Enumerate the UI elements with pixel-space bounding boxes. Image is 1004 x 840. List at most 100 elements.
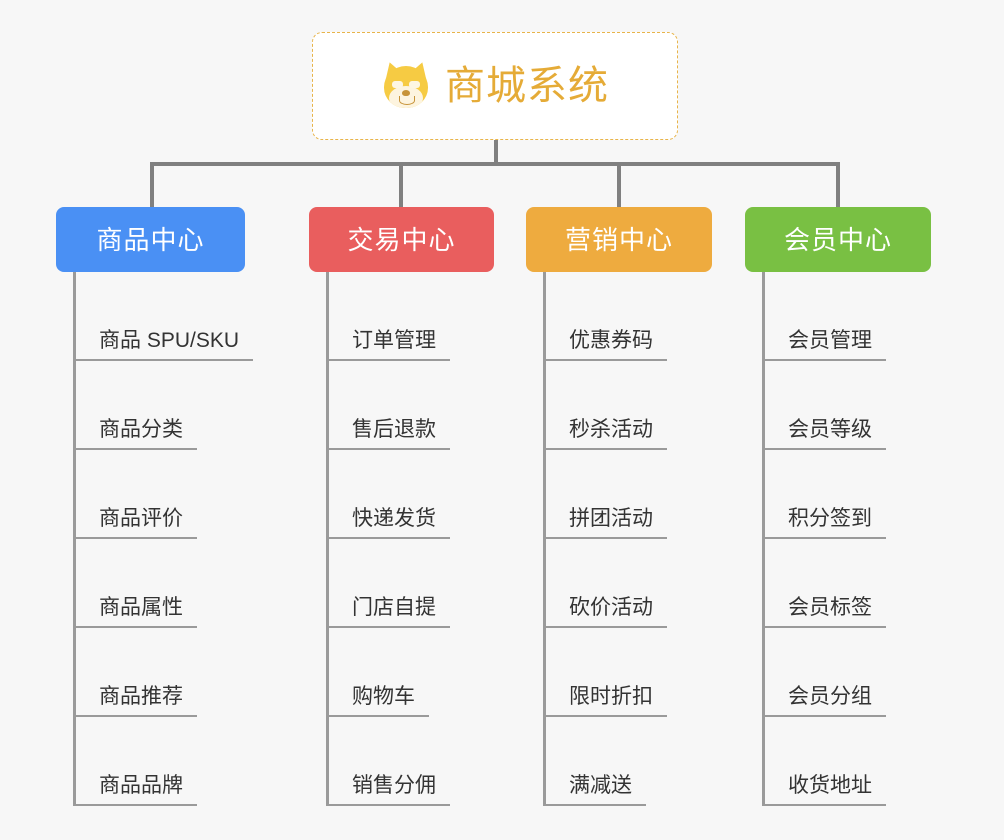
item-list-member-center: 会员管理 会员等级 积分签到 会员标签 会员分组 收货地址 [745, 272, 931, 806]
dog-eye-left-icon [392, 81, 403, 88]
list-item[interactable]: 商品属性 [56, 539, 245, 628]
list-item[interactable]: 门店自提 [309, 539, 494, 628]
item-underline [326, 626, 450, 628]
list-item[interactable]: 商品推荐 [56, 628, 245, 717]
root-title: 商城系统 [445, 64, 609, 108]
item-underline [762, 448, 886, 450]
item-underline [543, 359, 667, 361]
item-underline [762, 715, 886, 717]
item-underline [762, 359, 886, 361]
category-header-member-center[interactable]: 会员中心 [745, 207, 931, 272]
connector-drop-3 [836, 162, 840, 207]
connector-drop-1 [399, 162, 403, 207]
category-header-product-center[interactable]: 商品中心 [56, 207, 245, 272]
item-rail [326, 272, 329, 806]
shiba-dog-face-icon [381, 59, 431, 111]
item-label: 秒杀活动 [569, 418, 653, 441]
item-underline [326, 804, 450, 806]
category-header-trade-center[interactable]: 交易中心 [309, 207, 494, 272]
list-item[interactable]: 订单管理 [309, 272, 494, 361]
dog-mouth-icon [399, 96, 415, 105]
list-item[interactable]: 售后退款 [309, 361, 494, 450]
list-item[interactable]: 秒杀活动 [526, 361, 712, 450]
item-label: 商品品牌 [99, 774, 183, 797]
list-item[interactable]: 会员等级 [745, 361, 931, 450]
item-list-product-center: 商品 SPU/SKU 商品分类 商品评价 商品属性 商品推荐 商品品牌 [56, 272, 254, 806]
item-underline [73, 626, 197, 628]
item-label: 商品 SPU/SKU [99, 329, 240, 352]
list-item[interactable]: 快递发货 [309, 450, 494, 539]
column-product-center: 商品中心 商品 SPU/SKU 商品分类 商品评价 商品属性 商品推荐 商品品牌 [56, 207, 254, 806]
item-underline [326, 359, 450, 361]
item-underline [73, 715, 197, 717]
list-item[interactable]: 优惠券码 [526, 272, 712, 361]
item-underline [543, 626, 667, 628]
category-header-marketing-center[interactable]: 营销中心 [526, 207, 712, 272]
list-item[interactable]: 商品评价 [56, 450, 245, 539]
list-item[interactable]: 限时折扣 [526, 628, 712, 717]
item-underline [73, 804, 197, 806]
item-label: 购物车 [352, 685, 415, 708]
item-label: 限时折扣 [569, 685, 653, 708]
item-rail [543, 272, 546, 806]
item-underline [73, 448, 197, 450]
item-label: 快递发货 [352, 507, 436, 530]
item-underline [762, 537, 886, 539]
item-underline [73, 537, 197, 539]
item-underline [543, 448, 667, 450]
connector-busbar [150, 162, 840, 166]
item-underline [73, 359, 254, 361]
item-list-marketing-center: 优惠券码 秒杀活动 拼团活动 砍价活动 限时折扣 满减送 [526, 272, 712, 806]
dog-nose-icon [402, 90, 410, 96]
item-underline [543, 715, 667, 717]
list-item[interactable]: 商品品牌 [56, 717, 245, 806]
list-item[interactable]: 会员分组 [745, 628, 931, 717]
item-underline [762, 626, 886, 628]
item-label: 会员分组 [788, 685, 872, 708]
item-label: 销售分佣 [352, 774, 436, 797]
item-label: 门店自提 [352, 596, 436, 619]
item-label: 拼团活动 [569, 507, 653, 530]
item-label: 收货地址 [788, 774, 872, 797]
item-label: 商品属性 [99, 596, 183, 619]
column-member-center: 会员中心 会员管理 会员等级 积分签到 会员标签 会员分组 收货地址 [745, 207, 931, 806]
root-node[interactable]: 商城系统 [312, 32, 678, 140]
item-label: 商品评价 [99, 507, 183, 530]
item-underline [543, 537, 667, 539]
list-item[interactable]: 商品分类 [56, 361, 245, 450]
list-item[interactable]: 满减送 [526, 717, 712, 806]
item-label: 优惠券码 [569, 329, 653, 352]
item-label: 满减送 [569, 774, 632, 797]
list-item[interactable]: 购物车 [309, 628, 494, 717]
category-label: 商品中心 [96, 224, 205, 255]
connector-drop-2 [617, 162, 621, 207]
item-underline [543, 804, 646, 806]
item-underline [762, 804, 886, 806]
item-underline [326, 715, 429, 717]
item-label: 商品分类 [99, 418, 183, 441]
item-label: 会员管理 [788, 329, 872, 352]
item-label: 订单管理 [352, 329, 436, 352]
column-marketing-center: 营销中心 优惠券码 秒杀活动 拼团活动 砍价活动 限时折扣 满减送 [526, 207, 712, 806]
item-label: 积分签到 [788, 507, 872, 530]
item-list-trade-center: 订单管理 售后退款 快递发货 门店自提 购物车 销售分佣 [309, 272, 494, 806]
list-item[interactable]: 销售分佣 [309, 717, 494, 806]
column-trade-center: 交易中心 订单管理 售后退款 快递发货 门店自提 购物车 销售分佣 [309, 207, 494, 806]
list-item[interactable]: 会员管理 [745, 272, 931, 361]
connector-drop-0 [150, 162, 154, 207]
item-label: 会员标签 [788, 596, 872, 619]
connector-root-stem [494, 140, 498, 164]
item-underline [326, 448, 450, 450]
list-item[interactable]: 积分签到 [745, 450, 931, 539]
category-label: 交易中心 [347, 224, 456, 255]
dog-head-icon [384, 66, 428, 108]
list-item[interactable]: 拼团活动 [526, 450, 712, 539]
list-item[interactable]: 收货地址 [745, 717, 931, 806]
list-item[interactable]: 砍价活动 [526, 539, 712, 628]
item-rail [762, 272, 765, 806]
list-item[interactable]: 商品 SPU/SKU [56, 272, 254, 361]
list-item[interactable]: 会员标签 [745, 539, 931, 628]
category-label: 会员中心 [783, 224, 892, 255]
item-label: 售后退款 [352, 418, 436, 441]
